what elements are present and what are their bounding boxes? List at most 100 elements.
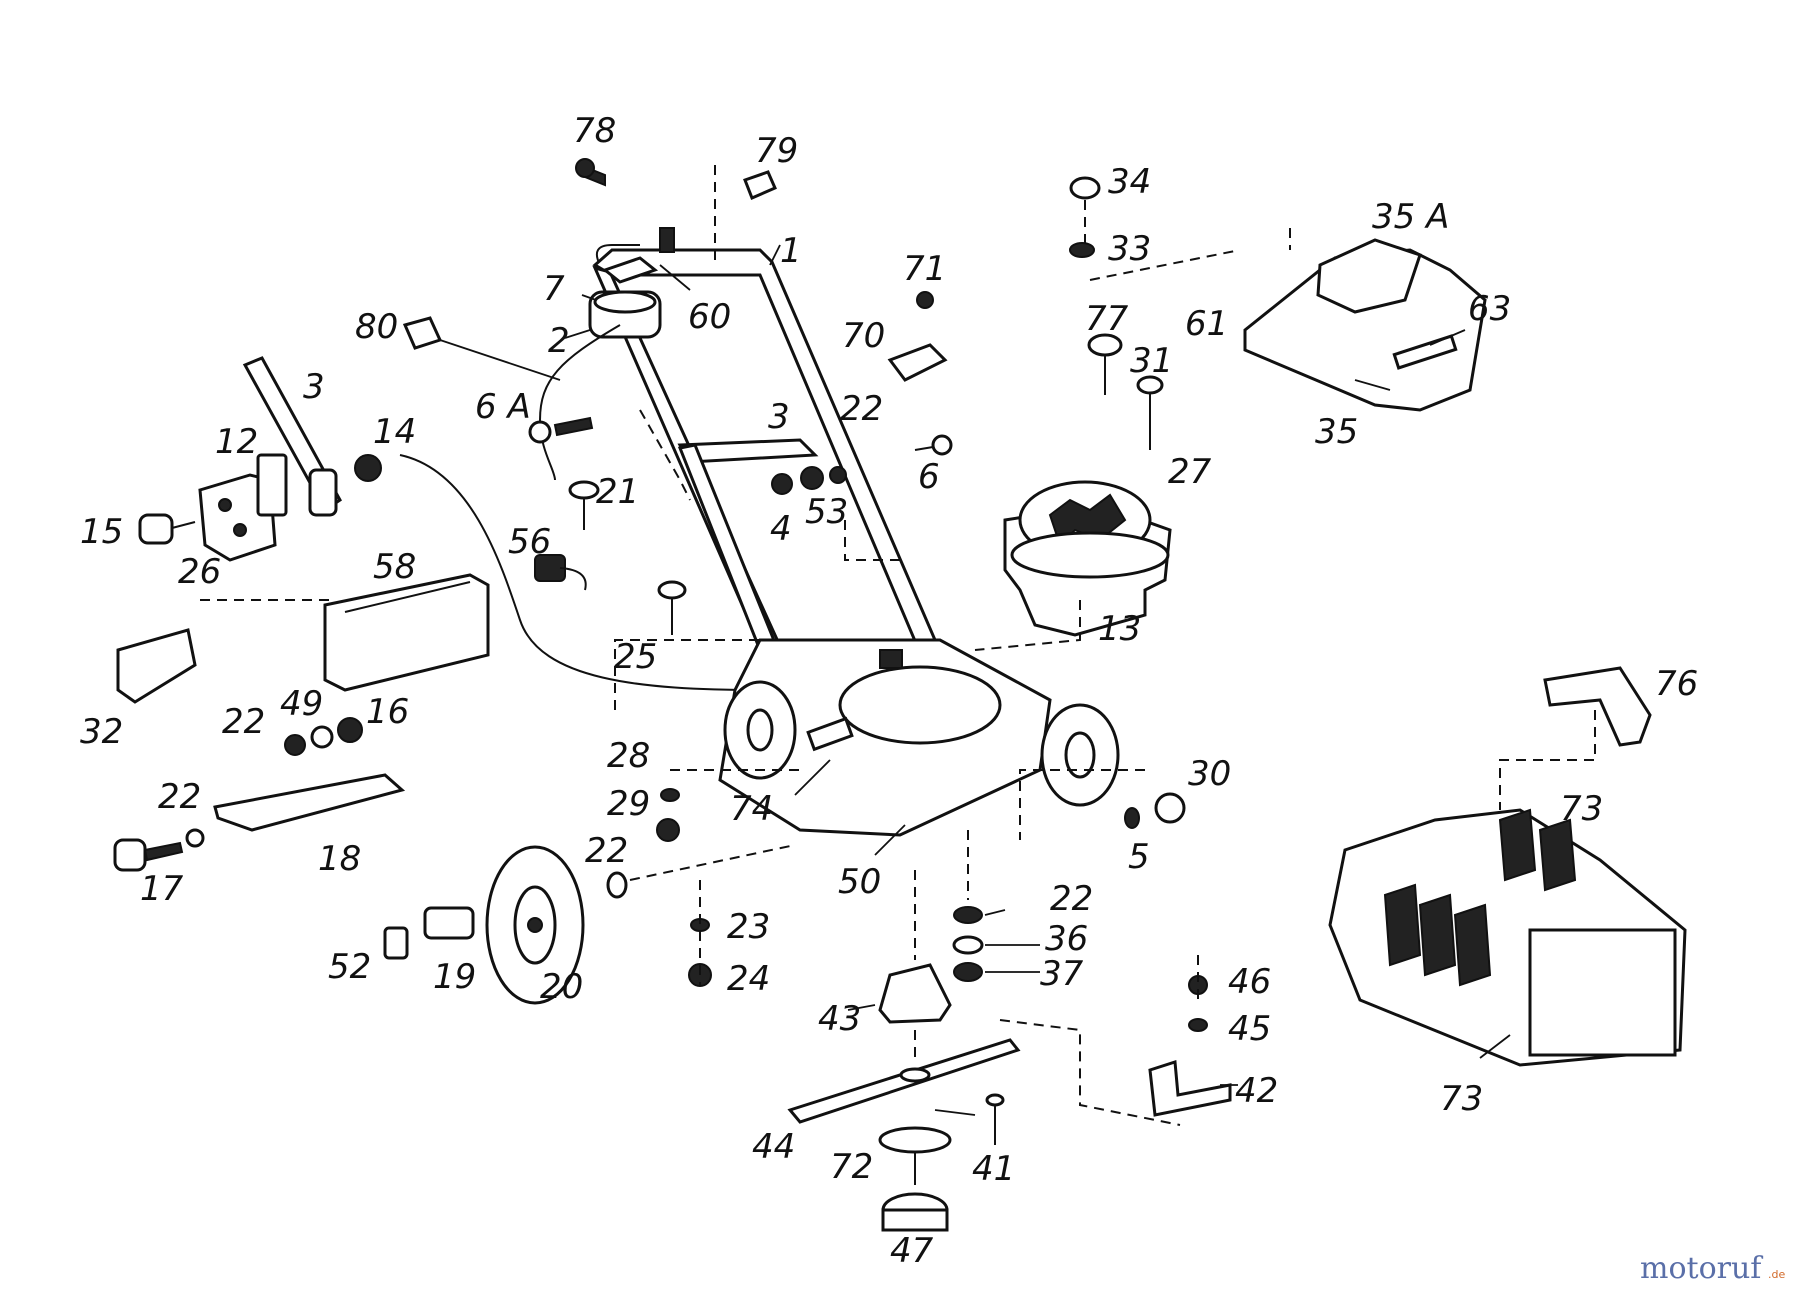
label-58: 58 bbox=[373, 547, 416, 587]
label-41: 41 bbox=[972, 1149, 1015, 1189]
label-22e: 22 bbox=[1050, 879, 1093, 919]
label-5: 5 bbox=[1128, 837, 1150, 877]
switch-56 bbox=[534, 554, 587, 591]
bolt-17 bbox=[113, 828, 205, 872]
label-56: 56 bbox=[508, 522, 551, 562]
washers-22-36-37 bbox=[952, 906, 984, 982]
part-labels: 78 79 1 7 60 2 80 3 3 6 A 12 14 15 26 21… bbox=[80, 111, 1698, 1271]
mudguard-58 bbox=[323, 573, 490, 692]
blade-44 bbox=[787, 1038, 1021, 1124]
label-70: 70 bbox=[842, 316, 885, 356]
cable-clip-80 bbox=[402, 316, 443, 350]
cable bbox=[399, 324, 761, 691]
washer-22c bbox=[606, 871, 628, 899]
nut-14 bbox=[354, 454, 382, 482]
clamp-screw-78 bbox=[575, 158, 606, 187]
plate-32 bbox=[116, 628, 197, 704]
label-73b: 73 bbox=[1440, 1079, 1483, 1119]
bolt-6 bbox=[914, 434, 953, 456]
label-3a: 3 bbox=[303, 367, 325, 407]
label-46: 46 bbox=[1228, 962, 1271, 1002]
label-6A: 6 A bbox=[475, 387, 531, 427]
label-27: 27 bbox=[1168, 452, 1212, 492]
label-37: 37 bbox=[1040, 954, 1084, 994]
label-22b: 22 bbox=[158, 777, 201, 817]
label-73a: 73 bbox=[1560, 789, 1603, 829]
label-32: 32 bbox=[80, 712, 123, 752]
label-20: 20 bbox=[540, 967, 583, 1007]
label-4: 4 bbox=[770, 509, 792, 549]
label-74: 74 bbox=[730, 789, 773, 829]
leader-lines bbox=[439, 244, 1511, 1116]
bag-handle-76 bbox=[1543, 666, 1652, 747]
bracket-26 bbox=[198, 473, 277, 562]
label-30: 30 bbox=[1188, 754, 1231, 794]
label-19: 19 bbox=[433, 957, 476, 997]
label-76: 76 bbox=[1655, 664, 1698, 704]
washers-22-49-16 bbox=[284, 717, 363, 756]
strain-relief-6A bbox=[528, 416, 594, 444]
rear-wheel-left bbox=[723, 680, 797, 780]
screw-25 bbox=[657, 580, 687, 635]
label-49: 49 bbox=[280, 684, 323, 724]
label-26: 26 bbox=[178, 552, 221, 592]
motor-13 bbox=[1003, 480, 1172, 637]
clip-70-71 bbox=[887, 291, 948, 382]
label-22d: 22 bbox=[840, 389, 883, 429]
screws-77-31-34-33 bbox=[1069, 176, 1164, 450]
label-25: 25 bbox=[614, 637, 657, 677]
screw-41 bbox=[985, 1093, 1005, 1145]
label-13: 13 bbox=[1098, 609, 1141, 649]
label-43: 43 bbox=[818, 999, 861, 1039]
lower-handle bbox=[677, 438, 819, 691]
rear-wheel-right bbox=[1040, 703, 1120, 807]
label-31: 31 bbox=[1130, 341, 1173, 381]
label-23: 23 bbox=[727, 907, 770, 947]
nut-79 bbox=[743, 170, 777, 200]
label-35: 35 bbox=[1315, 412, 1358, 452]
label-35A: 35 A bbox=[1372, 197, 1449, 237]
label-36: 36 bbox=[1045, 919, 1088, 959]
blade-adapter-43 bbox=[878, 963, 952, 1024]
label-61: 61 bbox=[1185, 304, 1228, 344]
washer-72 bbox=[878, 1126, 952, 1185]
label-12: 12 bbox=[215, 422, 258, 462]
label-24: 24 bbox=[727, 959, 770, 999]
nuts-46-45 bbox=[1188, 975, 1208, 1032]
label-63: 63 bbox=[1468, 289, 1511, 329]
label-42: 42 bbox=[1235, 1071, 1278, 1111]
label-6: 6 bbox=[918, 457, 940, 497]
label-50: 50 bbox=[838, 862, 881, 902]
label-22a: 22 bbox=[222, 702, 265, 742]
label-1: 1 bbox=[780, 231, 802, 271]
nut-47 bbox=[881, 1192, 949, 1232]
label-71: 71 bbox=[903, 249, 946, 289]
handle-bar-3 bbox=[242, 356, 342, 517]
label-53: 53 bbox=[805, 492, 848, 532]
label-52: 52 bbox=[328, 947, 371, 987]
grass-bag-73 bbox=[1328, 808, 1687, 1067]
bracket-42 bbox=[1148, 1060, 1232, 1117]
front-wheel-20 bbox=[485, 845, 585, 1005]
label-16: 16 bbox=[366, 692, 409, 732]
assembly-lines bbox=[200, 165, 1596, 1126]
plate-12 bbox=[256, 453, 288, 517]
watermark: motoruf .de bbox=[1640, 1251, 1785, 1286]
label-21: 21 bbox=[596, 472, 639, 512]
label-33: 33 bbox=[1108, 229, 1151, 269]
label-18: 18 bbox=[318, 839, 361, 879]
axle-19 bbox=[383, 906, 475, 960]
label-34: 34 bbox=[1108, 162, 1151, 202]
label-80: 80 bbox=[355, 307, 398, 347]
label-14: 14 bbox=[373, 412, 416, 452]
label-29: 29 bbox=[607, 784, 650, 824]
label-7: 7 bbox=[543, 269, 565, 309]
axle-plate-18 bbox=[213, 773, 406, 832]
nuts-4-53 bbox=[771, 466, 847, 495]
watermark-brand: motoruf bbox=[1640, 1251, 1763, 1286]
clip-60 bbox=[659, 227, 675, 253]
label-44: 44 bbox=[752, 1127, 795, 1167]
label-45: 45 bbox=[1228, 1009, 1271, 1049]
label-47: 47 bbox=[890, 1231, 934, 1271]
